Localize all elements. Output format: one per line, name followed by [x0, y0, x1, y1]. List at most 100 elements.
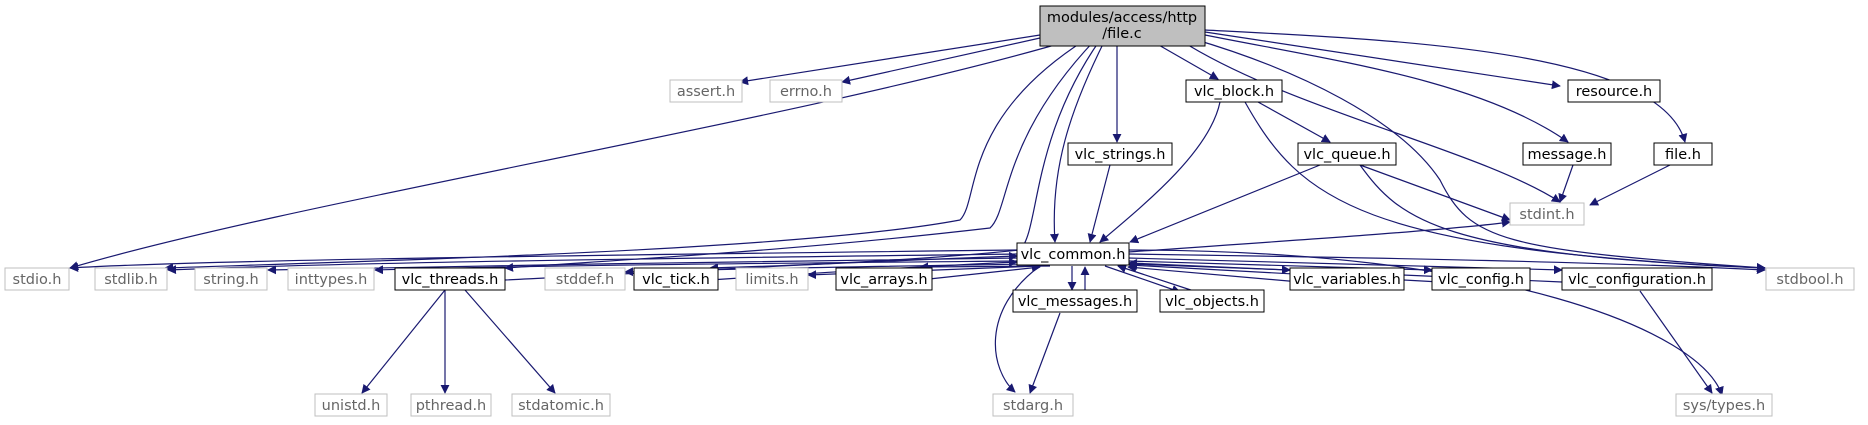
edge-root-resource: [1204, 31, 1561, 90]
edge-root-vlc_threads: [504, 39, 1096, 272]
edge-vlc_common-stdio: [69, 249, 1019, 272]
edge-vlc_queue-stdbool: [1359, 164, 1766, 273]
node-vlc_arrays[interactable]: vlc_arrays.h: [835, 267, 933, 291]
node-file[interactable]: file.h: [1653, 142, 1713, 166]
edge-vlc_block-vlc_common: [1099, 101, 1221, 243]
node-vlc_config[interactable]: vlc_config.h: [1431, 267, 1531, 291]
edge-root-stdint: [1179, 39, 1561, 203]
node-label: vlc_block.h: [1194, 84, 1274, 100]
node-label: stdio.h: [13, 272, 62, 288]
node-label: file.h: [1665, 147, 1701, 163]
edge-vlc_queue-stdint: [1359, 164, 1511, 222]
node-vlc_objects[interactable]: vlc_objects.h: [1159, 289, 1265, 313]
node-label: vlc_queue.h: [1303, 147, 1390, 163]
edge-vlc_common-vlc_objects: [1104, 265, 1181, 294]
edge-vlc_common-stdlib: [167, 253, 1019, 275]
node-label: vlc_configuration.h: [1568, 272, 1706, 288]
node-label: stdlib.h: [104, 272, 158, 288]
node-string[interactable]: string.h: [194, 267, 268, 291]
node-label: errno.h: [780, 84, 832, 100]
node-errno[interactable]: errno.h: [769, 79, 843, 103]
node-root-file-c[interactable]: modules/access/http /file.c: [1039, 5, 1206, 47]
node-label: assert.h: [677, 84, 735, 100]
node-sys_types[interactable]: sys/types.h: [1675, 393, 1773, 417]
edge-vlc_common-stdint: [1127, 218, 1511, 253]
edge-vlc_queue-vlc_common: [1129, 164, 1321, 244]
node-label: inttypes.h: [295, 272, 368, 288]
edge-message-stdint: [1558, 164, 1574, 203]
edge-root-errno: [841, 37, 1041, 85]
node-assert[interactable]: assert.h: [669, 79, 743, 103]
node-stdlib[interactable]: stdlib.h: [94, 267, 168, 291]
node-label: vlc_tick.h: [642, 272, 710, 288]
node-inttypes[interactable]: inttypes.h: [287, 267, 375, 291]
node-vlc_strings[interactable]: vlc_strings.h: [1067, 142, 1173, 166]
node-resource[interactable]: resource.h: [1567, 79, 1661, 103]
edge-root-file: [1204, 29, 1688, 143]
edge-vlc_threads-unistd: [361, 289, 446, 394]
node-vlc_block[interactable]: vlc_block.h: [1185, 79, 1283, 103]
node-label: vlc_objects.h: [1165, 294, 1259, 310]
node-label: limits.h: [745, 272, 798, 288]
node-vlc_threads[interactable]: vlc_threads.h: [394, 267, 506, 291]
node-vlc_tick[interactable]: vlc_tick.h: [633, 267, 719, 291]
node-stdio[interactable]: stdio.h: [4, 267, 70, 291]
node-label: stdint.h: [1519, 207, 1574, 223]
edge-root-stdbool: [1189, 37, 1766, 272]
edge-vlc_messages-stdarg: [1028, 312, 1061, 394]
root-label-line2: /file.c: [1102, 26, 1142, 42]
edge-vlc_configuration-sys_types: [1639, 290, 1713, 394]
edge-root-vlc_tick: [709, 39, 1101, 273]
node-pthread[interactable]: pthread.h: [410, 393, 492, 417]
node-label: sys/types.h: [1683, 398, 1765, 414]
edge-vlc_common-vlc_arrays: [919, 262, 1051, 272]
edge-root-assert: [739, 34, 1041, 86]
node-label: pthread.h: [416, 398, 487, 414]
node-stdbool[interactable]: stdbool.h: [1765, 267, 1855, 291]
node-vlc_variables[interactable]: vlc_variables.h: [1289, 267, 1405, 291]
node-message[interactable]: message.h: [1522, 142, 1612, 166]
edge-file-stdint: [1589, 164, 1671, 206]
edge-vlc_block-vlc_queue: [1257, 101, 1331, 143]
node-vlc_messages[interactable]: vlc_messages.h: [1012, 289, 1138, 313]
node-label: stdbool.h: [1776, 272, 1843, 288]
edge-vlc_common-sys_types: [1127, 249, 1724, 396]
edge-root-stdio: [69, 39, 1073, 271]
edge-vlc_variables-vlc_common: [1127, 263, 1301, 283]
node-label: resource.h: [1576, 84, 1653, 100]
node-stdatomic[interactable]: stdatomic.h: [511, 393, 611, 417]
root-label-line1: modules/access/http: [1047, 10, 1197, 26]
node-unistd[interactable]: unistd.h: [314, 393, 388, 417]
node-vlc_queue[interactable]: vlc_queue.h: [1297, 142, 1397, 166]
node-label: vlc_strings.h: [1075, 147, 1166, 163]
node-label: message.h: [1528, 147, 1607, 163]
node-stdarg[interactable]: stdarg.h: [992, 393, 1074, 417]
node-label: vlc_threads.h: [402, 272, 499, 288]
node-label: unistd.h: [322, 398, 381, 414]
edge-root-stdlib: [164, 39, 1086, 273]
node-stddef[interactable]: stddef.h: [544, 267, 626, 291]
node-label: vlc_variables.h: [1293, 272, 1401, 288]
node-vlc_configuration[interactable]: vlc_configuration.h: [1561, 267, 1713, 291]
edge-vlc_common-stdarg: [994, 265, 1041, 393]
edge-vlc_arrays-vlc_common: [919, 263, 1041, 281]
node-label: stdarg.h: [1003, 398, 1063, 414]
node-label: stdatomic.h: [518, 398, 604, 414]
node-label: vlc_arrays.h: [840, 272, 927, 288]
edge-vlc_threads-stdatomic: [464, 289, 556, 394]
edge-root-message: [1204, 34, 1569, 143]
edge-vlc_strings-vlc_common: [1087, 164, 1111, 243]
node-label: vlc_config.h: [1438, 272, 1524, 288]
node-vlc_common[interactable]: vlc_common.h: [1016, 242, 1130, 266]
node-label: vlc_messages.h: [1018, 294, 1132, 310]
edge-root-vlc_common: [1049, 39, 1106, 243]
node-label: stddef.h: [556, 272, 614, 288]
edge-vlc_common-stdbool: [1127, 253, 1766, 275]
node-label: string.h: [203, 272, 258, 288]
edge-vlc_block-stdbool: [1244, 101, 1766, 273]
graph-nodes: modules/access/http /file.c assert.h err…: [4, 5, 1855, 417]
node-stdint[interactable]: stdint.h: [1509, 202, 1585, 226]
node-label: vlc_common.h: [1021, 247, 1126, 263]
node-limits[interactable]: limits.h: [735, 267, 809, 291]
